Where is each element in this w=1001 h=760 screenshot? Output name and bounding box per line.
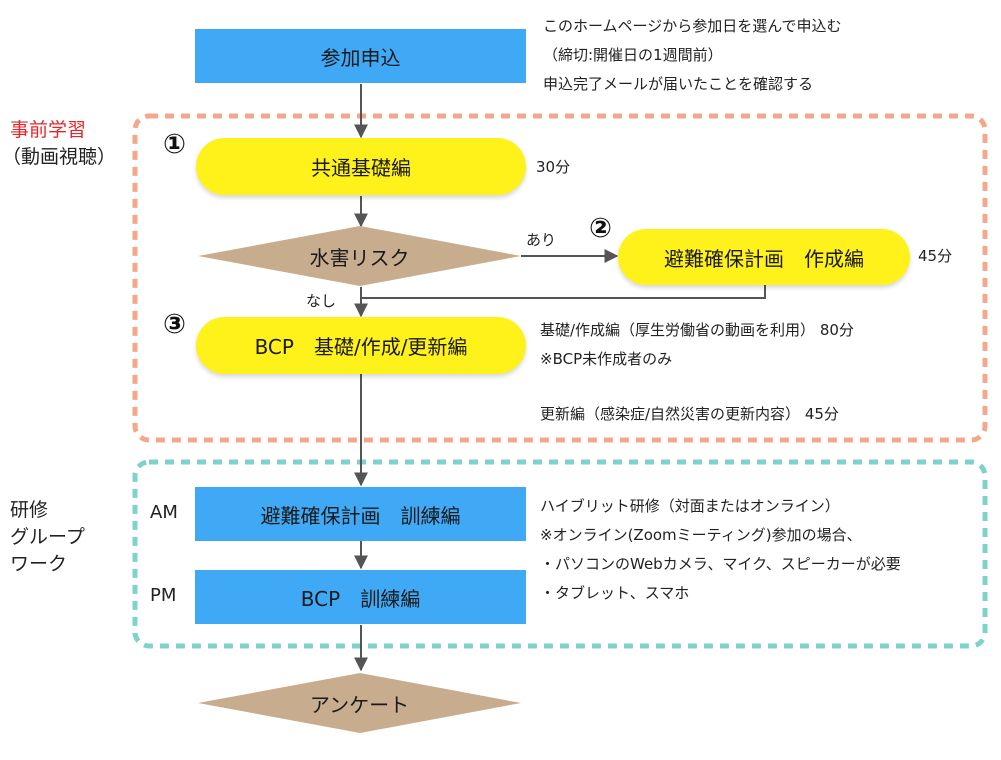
hybrid-notes: ハイブリット研修（対面またはオンライン） ※オンライン(Zoomミーティング)参… [540,492,901,608]
basic-label: 共通基礎編 [311,156,411,180]
arrow-evac-return [361,284,766,299]
branch-no-label: なし [306,292,337,310]
bcp-basic-pill: BCP 基礎/作成/更新編 [196,317,526,374]
flood-risk-text: 水害リスク [198,236,521,276]
pm-label: PM [150,585,177,606]
group-label-line2: グループ [10,526,85,548]
branch-yes-label: あり [526,231,557,249]
flood-risk-diamond [198,226,521,286]
apply-notes: このホームページから参加日を選んで申込む （締切:開催日の1週間前） 申込完了メ… [543,12,842,99]
marker-two: ② [589,213,612,244]
survey-text: アンケート [198,683,521,723]
marker-three: ③ [163,309,186,340]
hybrid-note-4: ・タブレット、スマホ [540,584,690,602]
evac-training-label: 避難確保計画 訓練編 [260,503,461,528]
group-label-line3: ワーク [10,553,68,575]
bcp-training-box: BCP 訓練編 [195,570,526,624]
evac-create-pill: 避難確保計画 作成編 [618,229,910,285]
hybrid-note-1: ハイブリット研修（対面またはオンライン） [540,497,840,515]
am-label: AM [150,502,178,523]
evac-duration: 45分 [918,247,953,265]
apply-note-2: （締切:開催日の1週間前） [543,46,723,64]
bcp-note-1: 基礎/作成編（厚生労働省の動画を利用） 80分 [540,321,854,339]
basic-pill: 共通基礎編 [196,138,526,195]
apply-label: 参加申込 [320,45,401,70]
bcp-notes: 基礎/作成編（厚生労働省の動画を利用） 80分 ※BCP未作成者のみ [540,316,854,374]
bcp-note-3: 更新編（感染症/自然災害の更新内容） 45分 [540,405,839,423]
apply-box: 参加申込 [195,29,526,83]
bcp-note-2: ※BCP未作成者のみ [540,350,673,368]
group-label-line1: 研修 [10,499,49,521]
apply-note-3: 申込完了メールが届いたことを確認する [543,75,814,93]
basic-duration: 30分 [536,158,571,176]
evac-create-label: 避難確保計画 作成編 [664,246,864,271]
apply-note-1: このホームページから参加日を選んで申込む [543,17,842,35]
flood-risk-label: 水害リスク [309,245,410,270]
group-frame [132,459,988,649]
marker-one: ① [163,129,186,160]
prelearning-frame [132,113,988,443]
prelearning-subtitle: （動画視聴） [2,146,117,168]
bcp-training-label: BCP 訓練編 [300,586,421,611]
survey-diamond [198,673,521,733]
prelearning-title: 事前学習 [10,119,87,141]
evac-training-box: 避難確保計画 訓練編 [195,487,526,541]
hybrid-note-2: ※オンライン(Zoomミーティング)参加の場合、 [540,526,862,544]
survey-label: アンケート [309,692,410,717]
hybrid-note-3: ・パソコンのWebカメラ、マイク、スピーカーが必要 [540,555,901,573]
bcp-basic-label: BCP 基礎/作成/更新編 [254,335,468,359]
